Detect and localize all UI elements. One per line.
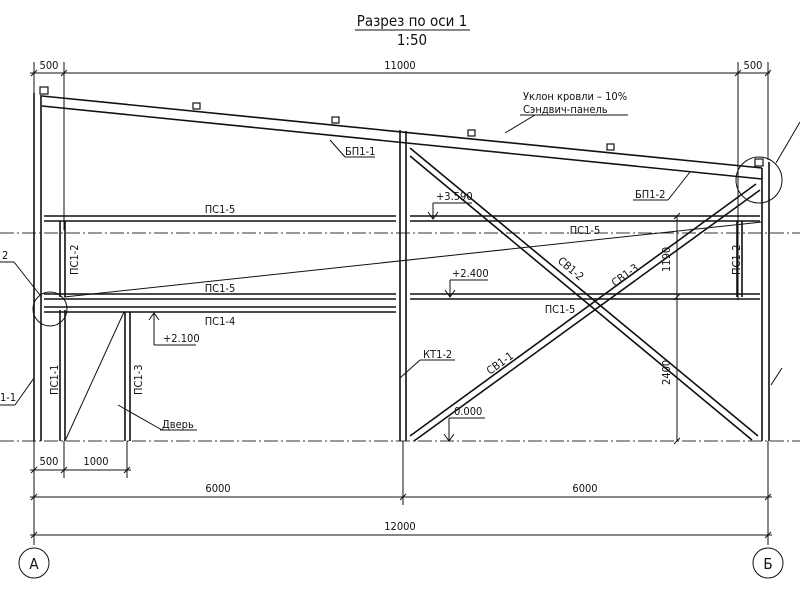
dim-2400: 2400 bbox=[660, 360, 673, 385]
note-roof-slope: Уклон кровли – 10% bbox=[523, 90, 627, 103]
dim-12000: 12000 bbox=[384, 520, 415, 533]
bottom-dimensions: 500 1000 6000 6000 12000 bbox=[30, 441, 772, 545]
label-left-cut: 1-1 bbox=[0, 391, 16, 404]
elevation-3590: +3.590 bbox=[436, 190, 473, 203]
dim-1000: 1000 bbox=[83, 455, 108, 468]
label-ps1-5-mid: ПС1-5 bbox=[205, 282, 236, 295]
wall-girts bbox=[44, 215, 760, 313]
door-swing-line bbox=[64, 311, 125, 442]
label-ps1-5-top: ПС1-5 bbox=[205, 203, 236, 216]
label-ps1-3: ПС1-3 bbox=[132, 364, 145, 395]
label-sv1-3: СВ1-3 bbox=[609, 261, 641, 289]
detail-callout-2 bbox=[32, 291, 68, 327]
dim-6000-left: 6000 bbox=[205, 482, 230, 495]
elevation-marks: +3.590 +2.400 +2.100 0.000 bbox=[148, 190, 489, 442]
dim-500-bottom: 500 bbox=[40, 455, 59, 468]
label-ps1-2-right: ПС1-2 bbox=[730, 244, 743, 275]
dim-500-left: 500 bbox=[40, 59, 59, 72]
label-ps1-1: ПС1-1 bbox=[48, 364, 61, 395]
drawing-scale: 1:50 bbox=[397, 31, 427, 49]
label-sv1-2: СВ1-2 bbox=[555, 254, 586, 283]
dim-6000-right: 6000 bbox=[572, 482, 597, 495]
label-node-2: 2 bbox=[2, 249, 8, 262]
label-ps1-5-dash: ПС1-5 bbox=[570, 224, 601, 237]
axis-label-b: Б bbox=[763, 555, 772, 573]
label-bp1-1: БП1-1 bbox=[345, 145, 375, 158]
note-roof-panel: Сэндвич-панель bbox=[523, 103, 608, 116]
notes: Уклон кровли – 10% Сэндвич-панель Дверь bbox=[117, 90, 628, 431]
label-ps1-2-left: ПС1-2 bbox=[68, 244, 81, 275]
top-dimensions: 500 11000 500 bbox=[30, 59, 772, 300]
label-ps1-5-cross: ПС1-5 bbox=[545, 303, 576, 316]
panel-line bbox=[63, 221, 763, 298]
label-kt1-2: КТ1-2 bbox=[423, 348, 452, 361]
detail-callout-right bbox=[735, 156, 783, 204]
label-sv1-1: СВ1-1 bbox=[484, 349, 516, 377]
elevation-2100: +2.100 bbox=[163, 332, 200, 345]
columns bbox=[33, 93, 770, 441]
dim-11000: 11000 bbox=[384, 59, 415, 72]
elevation-0000: 0.000 bbox=[454, 405, 482, 418]
label-bp1-2: БП1-2 bbox=[635, 188, 665, 201]
dim-500-right: 500 bbox=[744, 59, 763, 72]
drawing-title: Разрез по оси 1 bbox=[357, 12, 468, 30]
dim-1190: 1190 bbox=[660, 247, 673, 272]
elevation-2400: +2.400 bbox=[452, 267, 489, 280]
axis-label-a: А bbox=[29, 555, 39, 573]
label-ps1-4: ПС1-4 bbox=[205, 315, 236, 328]
roof-beam bbox=[39, 86, 764, 180]
vertical-dimensions: 1190 2400 bbox=[660, 212, 681, 445]
axis-bubble-b: Б bbox=[752, 547, 784, 579]
axis-bubble-a: А bbox=[18, 547, 50, 579]
note-door: Дверь bbox=[162, 418, 194, 431]
